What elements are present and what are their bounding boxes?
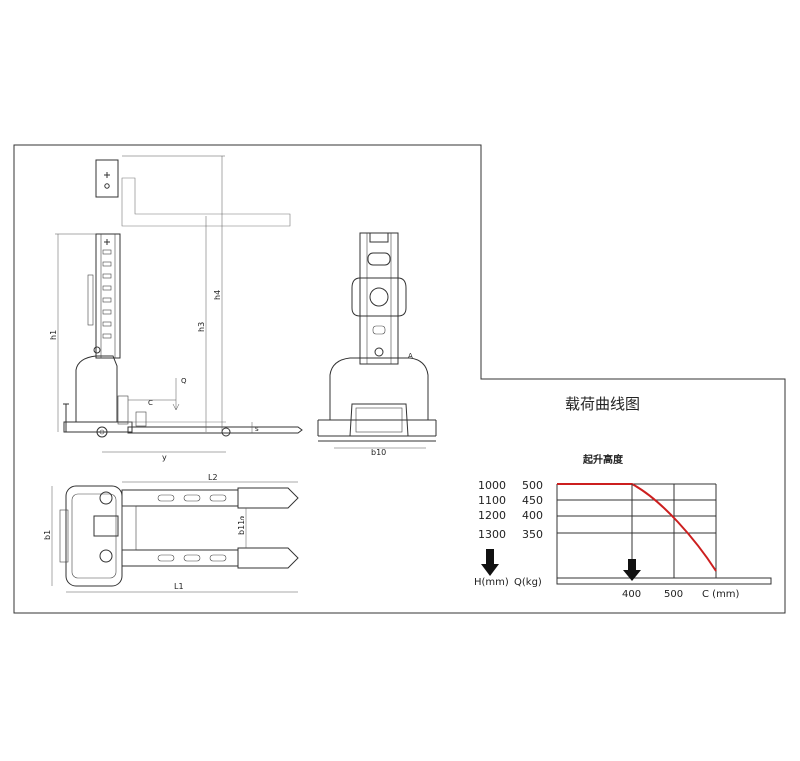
dim-C: C [148, 399, 153, 407]
dim-b10: b10 [371, 448, 386, 457]
label-A: A [408, 352, 413, 360]
top-fork-upper [237, 487, 299, 509]
table-height-value: 1000 [478, 479, 506, 492]
sheet-border [13, 144, 786, 614]
power-unit-body [75, 355, 118, 423]
dim-Q: Q [181, 377, 187, 385]
dim-L1: L1 [174, 582, 184, 591]
dim-b1: b1 [43, 530, 52, 540]
load-center-arrow-icon [623, 559, 641, 581]
raised-fork-carriage [95, 159, 291, 227]
height-header: H(mm) [474, 577, 509, 588]
dim-s: s [255, 425, 259, 433]
x-tick-label: 500 [664, 589, 683, 600]
table-height-value: 1200 [478, 509, 506, 522]
table-height-value: 1100 [478, 494, 506, 507]
dim-b11: b11 [237, 520, 246, 535]
table-capacity-value: 400 [522, 509, 543, 522]
chart-grid [556, 483, 717, 578]
x-tick-label: 400 [622, 589, 641, 600]
front-view: b10 A [317, 232, 437, 457]
table-height-value: 1300 [478, 528, 506, 541]
capacity-header: Q(kg) [514, 577, 542, 588]
top-view: b1 L1 L2 b11 e [43, 473, 299, 593]
x-axis-label: C (mm) [702, 589, 740, 600]
side-fork [127, 426, 303, 434]
front-handle [351, 277, 407, 317]
table-capacity-value: 500 [522, 479, 543, 492]
capacity-table: 1000 500 1100 450 1200 400 1300 350 [478, 479, 543, 541]
dim-e: e [240, 514, 244, 522]
height-arrow-icon [481, 549, 499, 576]
x-axis-ticks: 400 500 [622, 589, 683, 600]
chart-subtitle: 起升高度 [582, 453, 624, 466]
mast [87, 233, 121, 359]
load-curve [557, 483, 717, 572]
top-fork-lower [237, 547, 299, 569]
dim-L2: L2 [208, 473, 218, 482]
chart-fork [556, 577, 772, 585]
dim-h3: h3 [197, 322, 206, 332]
dim-h4: h4 [213, 290, 222, 300]
dim-y: y [162, 453, 167, 462]
table-capacity-value: 450 [522, 494, 543, 507]
side-view: h1 h3 h4 Q C y s [49, 155, 303, 462]
table-capacity-value: 350 [522, 528, 543, 541]
chart-title: 载荷曲线图 [565, 395, 640, 413]
dim-h1: h1 [49, 330, 58, 340]
